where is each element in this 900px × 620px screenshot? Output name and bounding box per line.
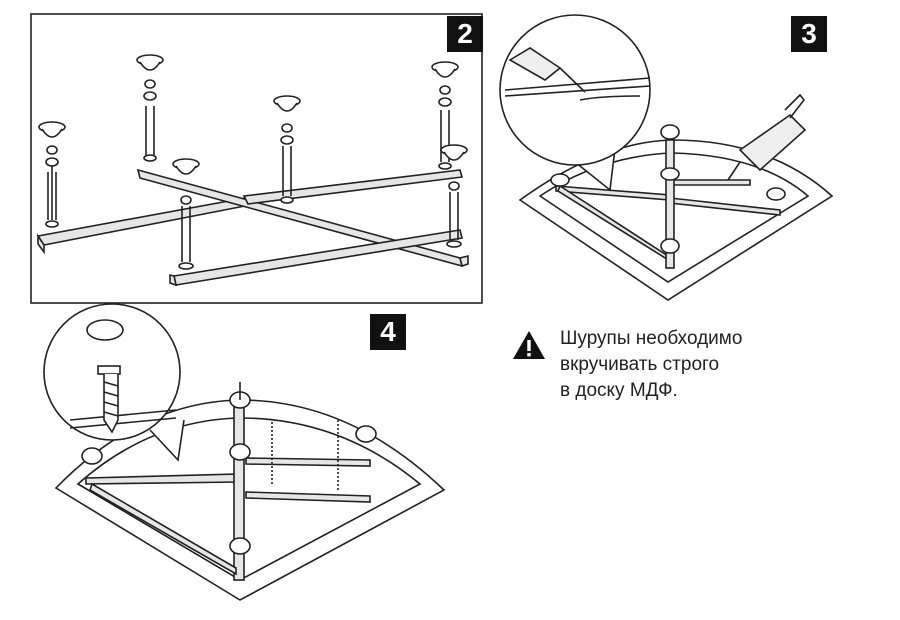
step-2-frame <box>30 13 483 304</box>
step-3-illustration <box>499 14 834 301</box>
warning-triangle-icon <box>513 331 545 359</box>
step-badge-2: 2 <box>447 16 483 52</box>
leg-4 <box>273 95 301 204</box>
warning-line-1: Шурупы необходимо <box>560 328 743 349</box>
step-4-illustration <box>43 303 446 601</box>
screwdriver-icon <box>727 93 807 181</box>
support-frame <box>36 168 469 287</box>
screw-icon <box>97 365 121 434</box>
warning-line-3: в доску МДФ. <box>560 380 678 401</box>
step-badge-4: 4 <box>370 314 406 350</box>
glue-detail-magnifier <box>499 14 651 192</box>
tray-feet <box>550 124 786 254</box>
screw-detail-magnifier <box>43 303 185 462</box>
tray-support-frame-4 <box>85 399 371 581</box>
leg-3 <box>172 158 200 270</box>
adjustable-legs <box>38 54 468 270</box>
leg-1 <box>38 121 66 228</box>
leg-6 <box>440 144 468 248</box>
glue-gun-icon <box>508 47 586 93</box>
tray-support-frame <box>555 139 781 269</box>
shower-tray-inner-4 <box>76 417 422 581</box>
leg-2 <box>136 54 164 162</box>
step-2-illustration <box>30 13 483 304</box>
warning-line-2: вкручивать строго <box>560 354 720 375</box>
step-badge-3: 3 <box>791 16 827 52</box>
shower-tray-inner <box>538 152 810 283</box>
